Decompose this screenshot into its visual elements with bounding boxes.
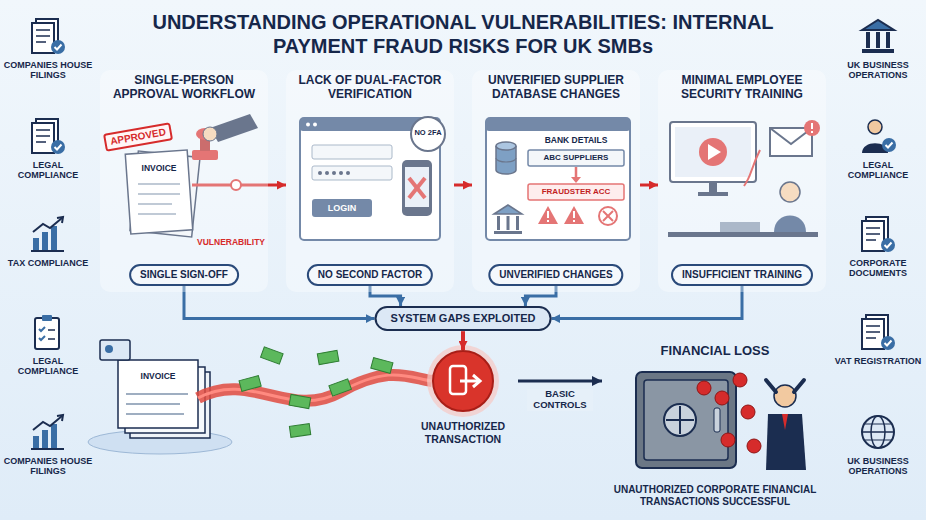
warning-text: VULNERABILITY [196,238,266,248]
summary-pill: UNVERIFIED CHANGES [488,264,623,286]
transaction-node: UNAUTHORIZED TRANSACTION [408,350,518,445]
paper-text: INVOICE [136,164,182,174]
risk-panel: LACK OF DUAL-FACTOR VERIFICATION NO SECON… [286,70,454,292]
invoice-stack-illustration [371,358,393,374]
chart-icon [31,217,64,251]
invoice-stack-illustration [118,360,198,428]
clipboard-icon [35,315,59,349]
document-icon [862,217,895,252]
badge-text: NO 2FA [412,129,444,138]
risk-panel: UNVERIFIED SUPPLIER DATABASE CHANGES UNVE… [472,70,640,292]
node-heading: UNVERIFIED SUPPLIER DATABASE CHANGES [472,74,640,102]
safe-illustration [636,372,806,470]
side-label: UK BUSINESS OPERATIONS [833,60,923,81]
invoice-stack-illustration [198,375,432,401]
transaction-circle [427,345,499,417]
connector-arrow [461,331,465,350]
invoice-stack-illustration [100,340,130,360]
globe-icon [862,416,894,448]
safe-illustration [747,439,761,453]
document-icon [32,119,65,154]
field-text: ABC SUPPLIERS [530,150,622,166]
safe-illustration [733,373,747,387]
side-icons [31,19,896,449]
person-icon [862,120,896,153]
side-label: TAX COMPLIANCE [3,258,93,268]
side-label: CORPORATE DOCUMENTS [833,258,923,279]
side-label: VAT REGISTRATION [833,356,923,366]
safe-illustration [774,385,796,407]
invoice-stack-illustration [289,424,310,438]
loss-panel: FINANCIAL LOSS UNAUTHORIZED CORPORATE FIN… [602,340,828,512]
bank-icon [862,20,894,53]
paper-text: INVOICE [128,372,188,382]
node-heading: SINGLE-PERSON APPROVAL WORKFLOW [100,74,268,102]
connector-arrow [640,184,658,187]
invoice-stack-illustration [88,340,432,454]
risk-panel: SINGLE-PERSON APPROVAL WORKFLOW SINGLE SI… [100,70,268,292]
connector-arrow [454,184,472,187]
node-body: UNAUTHORIZED CORPORATE FINANCIAL TRANSAC… [602,484,828,508]
safe-illustration [714,408,720,432]
invoice-stack-illustration [317,350,339,364]
safe-illustration [782,414,788,430]
invoice-stack-illustration [289,394,311,408]
chart-icon [31,415,64,449]
safe-illustration [664,404,696,436]
invoice-stack-illustration [198,375,432,401]
transaction-circle [473,375,480,387]
connector-arrow [518,380,602,383]
summary-pill: SINGLE SIGN-OFF [129,264,239,286]
node-heading: UNAUTHORIZED TRANSACTION [408,420,518,445]
node-heading: NO SECOND FACTOR [318,269,422,281]
node-heading: UNVERIFIED CHANGES [499,269,612,281]
node-heading: FINANCIAL LOSS [602,343,828,358]
invoice-stack-illustration [126,403,180,405]
safe-illustration [721,433,735,447]
side-label: LEGAL COMPLIANCE [833,160,923,181]
button-text: LOGIN [312,199,372,217]
field-text: FRAUDSTER ACC [530,184,622,200]
node-heading: MINIMAL EMPLOYEE SECURITY TRAINING [658,74,826,102]
safe-illustration [636,372,736,468]
safe-illustration [697,381,711,395]
side-label: LEGAL COMPLIANCE [3,160,93,181]
safe-illustration [741,405,755,419]
transaction-circle [427,345,499,417]
safe-illustration [766,380,804,392]
window-text: BANK DETAILS [530,136,622,146]
connector-arrow [268,184,286,187]
invoice-stack-illustration [261,347,284,364]
node-heading: LACK OF DUAL-FACTOR VERIFICATION [286,74,454,102]
side-label: UK BUSINESS OPERATIONS [833,456,923,477]
invoice-stack-illustration [239,376,261,392]
node-heading: INSUFFICIENT TRAINING [682,269,802,281]
transaction-circle [460,380,478,383]
invoice-stack-illustration [329,379,352,396]
side-label: COMPANIES HOUSE FILINGS [3,60,93,81]
invoice-stack-illustration [126,413,184,415]
invoice-stack-illustration [105,345,113,353]
exploit-bar: SYSTEM GAPS EXPLOITED [375,306,552,331]
safe-illustration [715,391,729,405]
safe-illustration [644,380,728,460]
side-label: COMPANIES HOUSE FILINGS [3,456,93,477]
node-heading: SYSTEM GAPS EXPLOITED [391,312,536,325]
safe-illustration [666,419,694,421]
summary-pill: INSUFFICIENT TRAINING [671,264,813,286]
side-label: LEGAL COMPLIANCE [3,356,93,377]
node-heading: SINGLE SIGN-OFF [140,269,228,281]
invoice-stack-illustration [126,393,188,395]
summary-pill: NO SECOND FACTOR [307,264,433,286]
safe-illustration [766,414,806,470]
title: UNDERSTANDING OPERATIONAL VULNERABILITIE… [150,10,776,59]
edge-label: BASIC CONTROLS [527,389,593,411]
transaction-circle [433,351,493,411]
document-icon [862,315,895,350]
risk-panel: MINIMAL EMPLOYEE SECURITY TRAINING INSUFF… [658,70,826,292]
document-icon [32,19,65,54]
